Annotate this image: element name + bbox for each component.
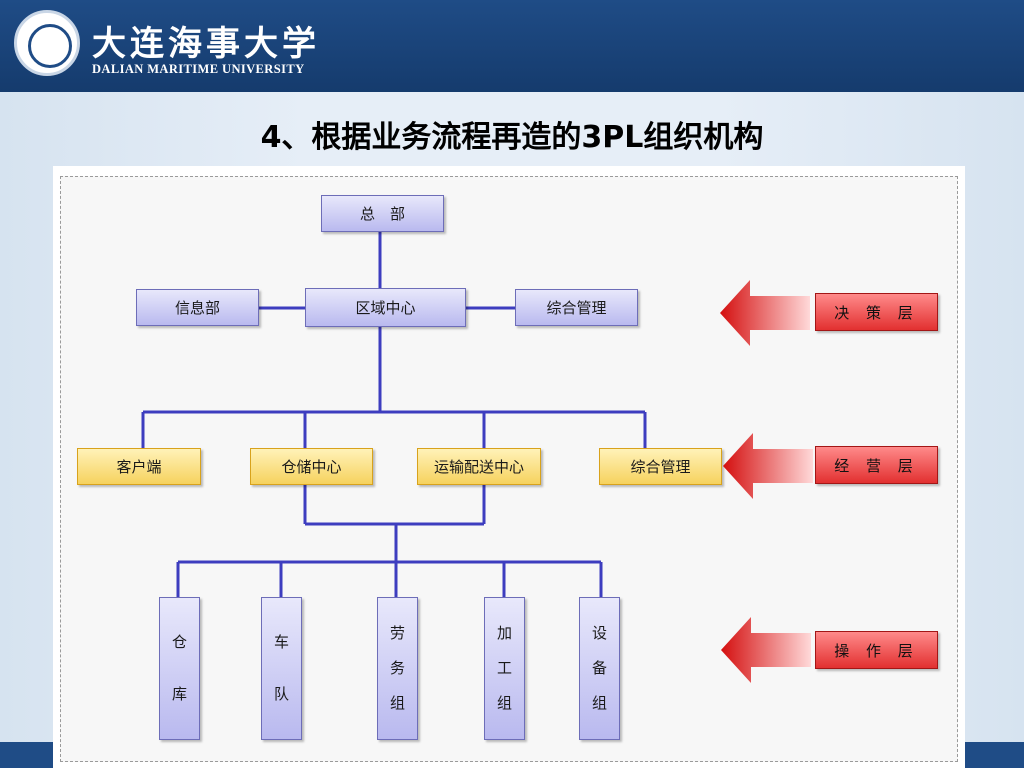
node-char: 备 bbox=[591, 659, 607, 677]
node-warehouse: 仓 库 bbox=[159, 597, 200, 740]
node-char: 劳 bbox=[389, 624, 405, 642]
node-char: 组 bbox=[389, 694, 405, 712]
node-char: 设 bbox=[591, 624, 607, 642]
arrow-left-icon bbox=[723, 433, 813, 499]
node-general-management-top: 综合管理 bbox=[515, 289, 638, 326]
node-char: 组 bbox=[496, 694, 512, 712]
university-name-en: DALIAN MARITIME UNIVERSITY bbox=[92, 62, 305, 76]
arrow-left-icon bbox=[721, 617, 811, 683]
level-label-operation: 经 营 层 bbox=[815, 446, 938, 484]
node-char: 车 bbox=[273, 632, 289, 651]
connector-lines bbox=[141, 232, 647, 597]
node-char: 仓 bbox=[171, 632, 187, 651]
slide-title: 4、根据业务流程再造的3PL组织机构 bbox=[260, 120, 764, 155]
node-char: 务 bbox=[389, 659, 405, 677]
node-headquarters: 总 部 bbox=[321, 195, 444, 232]
node-char: 加 bbox=[496, 624, 512, 642]
node-fleet: 车 队 bbox=[261, 597, 302, 740]
node-char: 队 bbox=[273, 685, 289, 704]
node-char: 组 bbox=[591, 694, 607, 712]
node-processing-group: 加 工 组 bbox=[484, 597, 525, 740]
level-label-execution: 操 作 层 bbox=[815, 631, 938, 669]
node-labor-group: 劳 务 组 bbox=[377, 597, 418, 740]
arrow-left-icon bbox=[720, 280, 810, 346]
node-general-management-mid: 综合管理 bbox=[599, 448, 722, 485]
level-label-decision: 决 策 层 bbox=[815, 293, 938, 331]
node-equipment-group: 设 备 组 bbox=[579, 597, 620, 740]
node-info-dept: 信息部 bbox=[136, 289, 259, 326]
node-transport-center: 运输配送中心 bbox=[417, 448, 541, 485]
node-char: 工 bbox=[496, 659, 512, 677]
node-char: 库 bbox=[171, 685, 187, 704]
node-warehouse-center: 仓储中心 bbox=[250, 448, 373, 485]
node-client: 客户端 bbox=[77, 448, 201, 485]
university-name-cn: 大连海事大学 bbox=[92, 24, 320, 64]
university-seal-icon bbox=[14, 10, 80, 76]
header-bar: 大连海事大学 DALIAN MARITIME UNIVERSITY bbox=[0, 0, 1024, 92]
node-regional-center: 区域中心 bbox=[305, 288, 466, 327]
